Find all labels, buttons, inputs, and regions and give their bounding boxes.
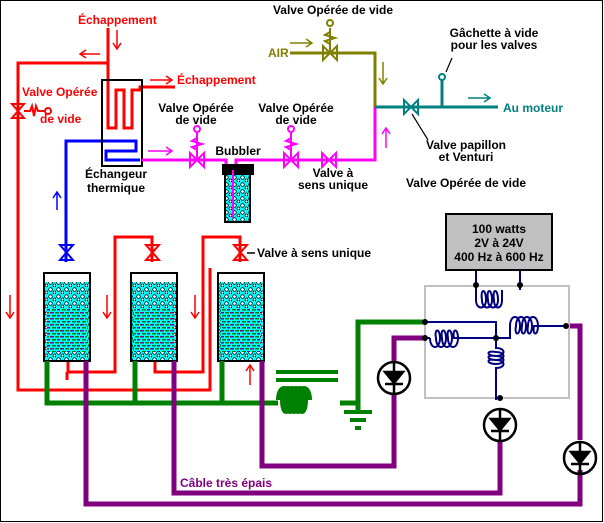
butterfly-valve-icon — [403, 97, 419, 117]
coolant-arrow — [52, 190, 62, 210]
heat-exchanger-box — [101, 79, 143, 167]
label-butterfly-2: et Venturi — [439, 150, 494, 164]
vacuum-trigger-icon — [438, 73, 446, 81]
ground-bus — [44, 319, 425, 410]
diode-icon — [562, 440, 598, 476]
power-supply-box — [445, 213, 553, 271]
label-heat-exchanger-1: Échangeur — [85, 166, 147, 181]
air-valve-icon — [322, 19, 339, 63]
exhaust-arrows — [5, 30, 255, 385]
label-vac-valve-loose: Valve Opérée de vide — [406, 176, 526, 190]
power-supply-voltage: 2V à 24V — [474, 236, 523, 250]
label-vac-valve-a-2: de vide — [175, 113, 217, 127]
label-exhaust-right: Échappement — [177, 72, 256, 87]
label-vac-valve-b-1: Valve Opérée — [258, 101, 334, 115]
label-vac-valve-b-2: de vide — [275, 113, 317, 127]
label-check-valve-2: sens unique — [298, 178, 368, 192]
vacuum-arrows — [148, 126, 391, 156]
engine-line — [375, 80, 498, 109]
label-exhaust-top: Échappement — [78, 12, 157, 27]
label-butterfly-1: Valve papillon — [426, 138, 506, 152]
power-supply-watts: 100 watts — [472, 222, 526, 236]
label-vac-valve-top: Valve Opérée de vide — [273, 3, 393, 17]
junction-dots — [422, 282, 569, 401]
exhaust-lines — [16, 28, 242, 392]
air-lines — [290, 51, 377, 107]
label-valve-left-1: Valve Opérée — [22, 85, 98, 99]
air-arrows — [290, 38, 388, 86]
label-valve-left-2: de vide — [40, 112, 82, 126]
exhaust-vacuum-valve-icon — [9, 102, 52, 119]
electrolysis-cell — [43, 272, 91, 362]
label-to-engine: Au moteur — [503, 101, 563, 115]
label-check-valve-cell: Valve à sens unique — [257, 246, 371, 260]
label-cable: Câble très épais — [180, 476, 272, 490]
power-supply-frequency: 400 Hz à 600 Hz — [454, 250, 543, 264]
label-heat-exchanger-2: thermique — [87, 181, 145, 195]
choke-coil-icon — [276, 370, 338, 414]
label-vac-valve-a-1: Valve Opérée — [158, 101, 234, 115]
bubbler — [222, 164, 254, 223]
transformer-coils — [425, 270, 566, 400]
label-check-valve-1: Valve à — [313, 166, 354, 180]
check-valve-icon — [143, 244, 250, 261]
coolant-lines — [64, 139, 140, 262]
electrolysis-cell — [130, 272, 178, 362]
ground-symbol-icon — [344, 410, 372, 430]
label-trigger-1: Gâchette à vide — [450, 26, 539, 40]
label-trigger-2: pour les valves — [451, 38, 538, 52]
thick-cable — [83, 323, 583, 507]
diode-icon — [376, 360, 412, 396]
coolant-valve-icon — [57, 244, 76, 261]
vacuum-valve-icon — [189, 125, 337, 170]
label-bubbler: Bubbler — [215, 144, 261, 158]
engine-arrow — [468, 93, 492, 103]
label-air: AIR — [268, 46, 289, 60]
electrolysis-cell — [217, 272, 265, 362]
diode-icon — [482, 407, 518, 443]
